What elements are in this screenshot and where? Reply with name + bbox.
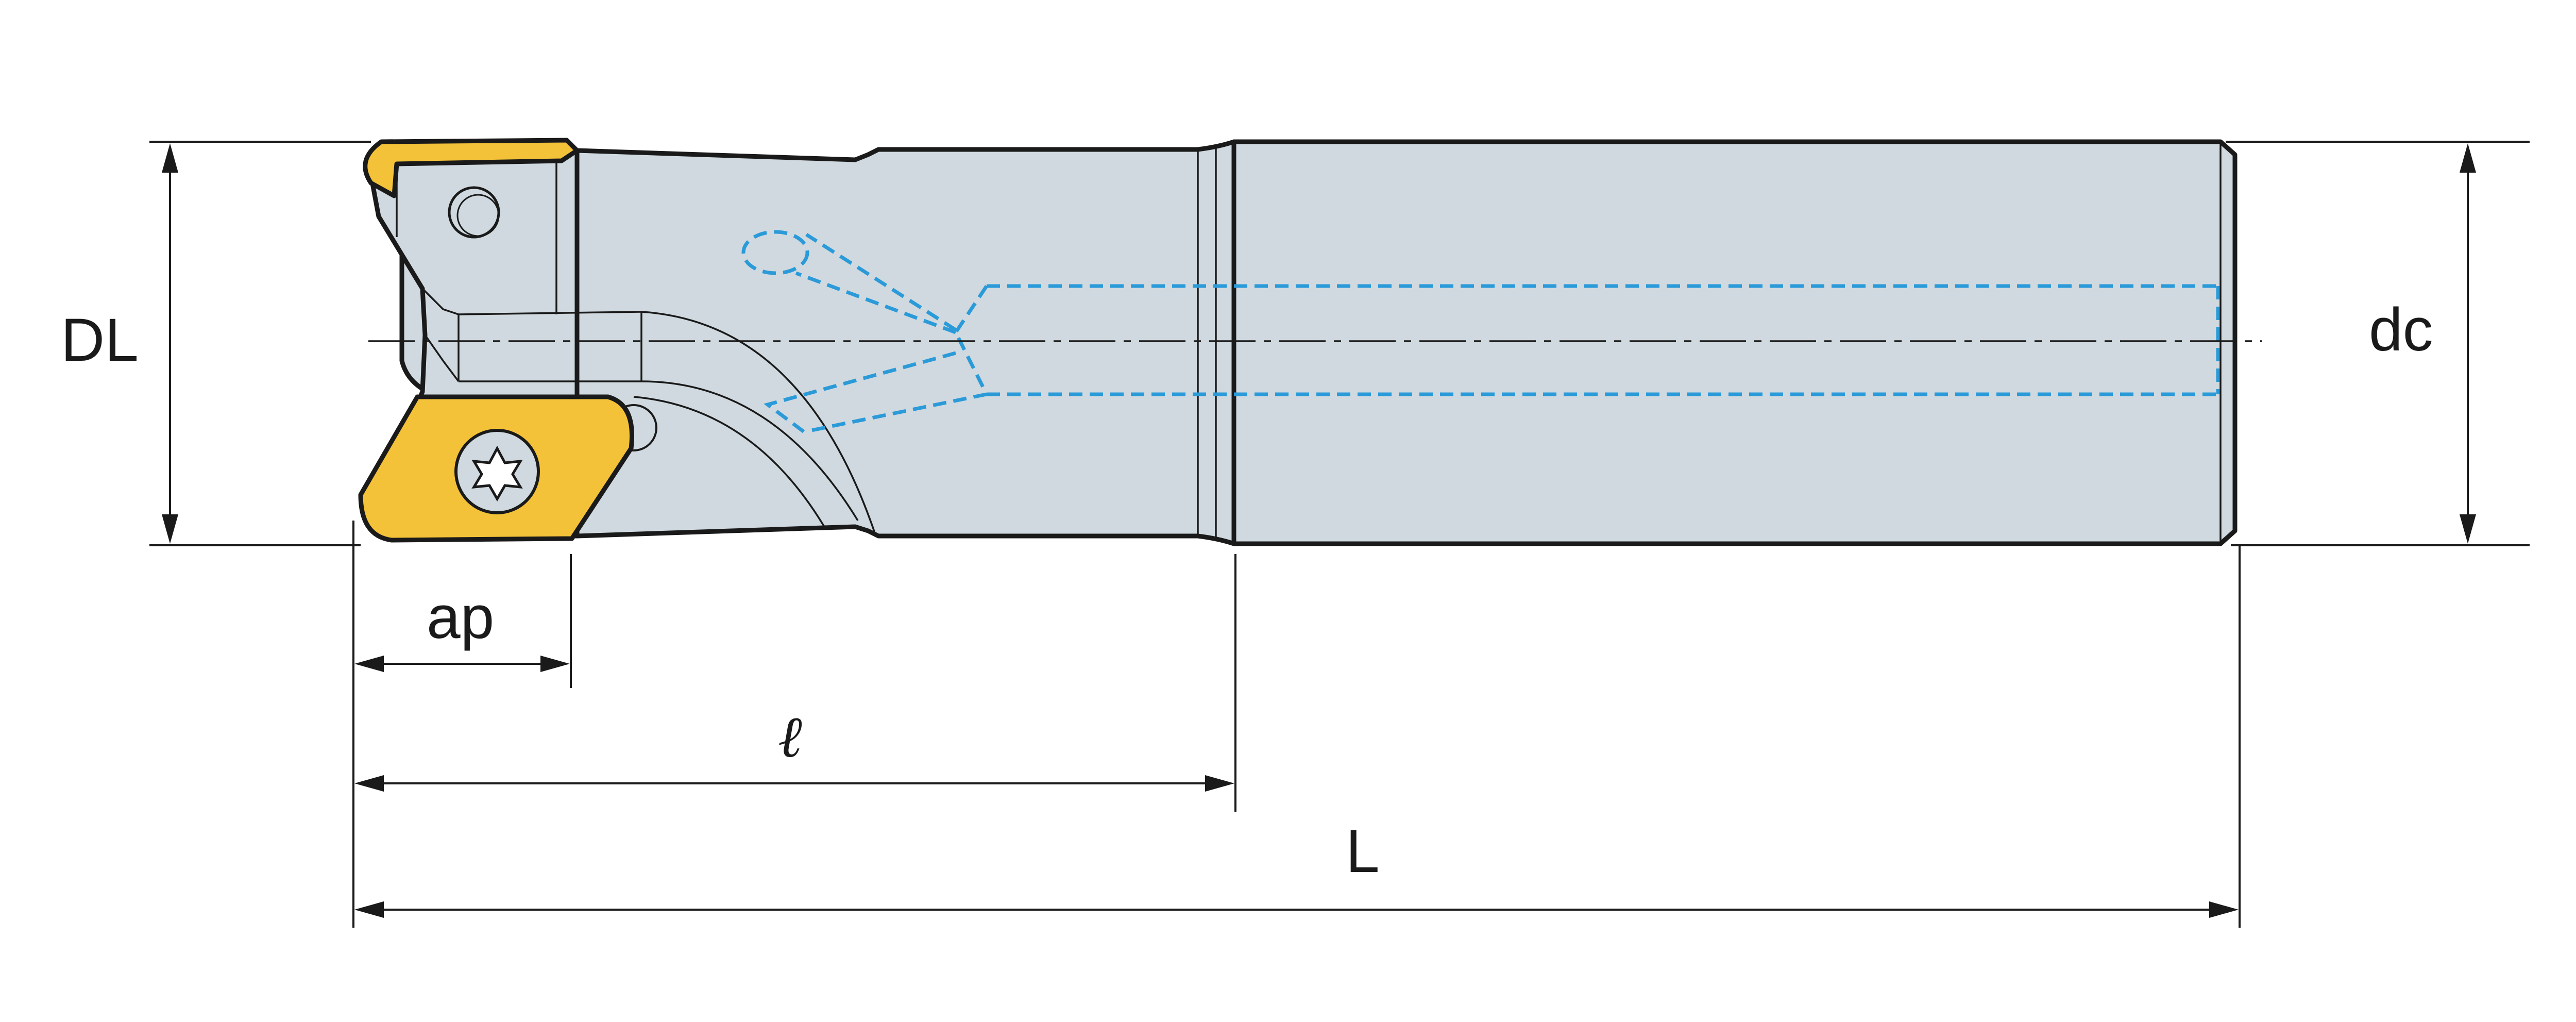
dimension-ap: ap [352,521,572,928]
arrow-right-icon [540,656,570,672]
top-insert [363,138,580,198]
arrow-down-icon [2460,514,2476,544]
coolant-branch [811,392,987,432]
arrow-right-icon [2209,901,2239,918]
arrow-right-icon [1205,775,1234,792]
flute-line [458,311,642,315]
tool-body [368,139,2238,546]
arrow-left-icon [354,656,384,672]
bottom-insert [358,394,635,543]
arrow-down-icon [162,514,178,544]
chip-pocket [424,334,460,382]
coolant-channels [741,230,2220,437]
arrow-left-icon [354,775,384,792]
screw-hole-inner [456,194,500,237]
coolant-branch [795,271,957,334]
label-dc: dc [2369,296,2433,364]
shank [1231,139,2238,546]
torx-star [471,445,523,502]
dimension-DL: DL [61,141,371,546]
arrow-left-icon [354,901,384,918]
top-insert-shape [363,138,580,198]
chip-pocket [421,288,459,315]
flute-curve [641,311,877,537]
coolant-branch [764,351,956,437]
arrow-up-icon [162,143,178,173]
arrow-up-icon [2460,143,2476,173]
coolant-branch [805,233,957,331]
label-DL: DL [61,306,139,374]
dimension-l: ℓ [354,554,1236,812]
dimension-L: L [354,546,2241,928]
label-l: ℓ [778,706,802,769]
coolant-outlet [741,230,809,275]
flute-curve [641,380,859,521]
flute-curve [633,396,825,527]
dimension-dc: dc [2226,141,2530,546]
label-ap: ap [427,583,494,651]
label-L: L [1346,817,1380,885]
